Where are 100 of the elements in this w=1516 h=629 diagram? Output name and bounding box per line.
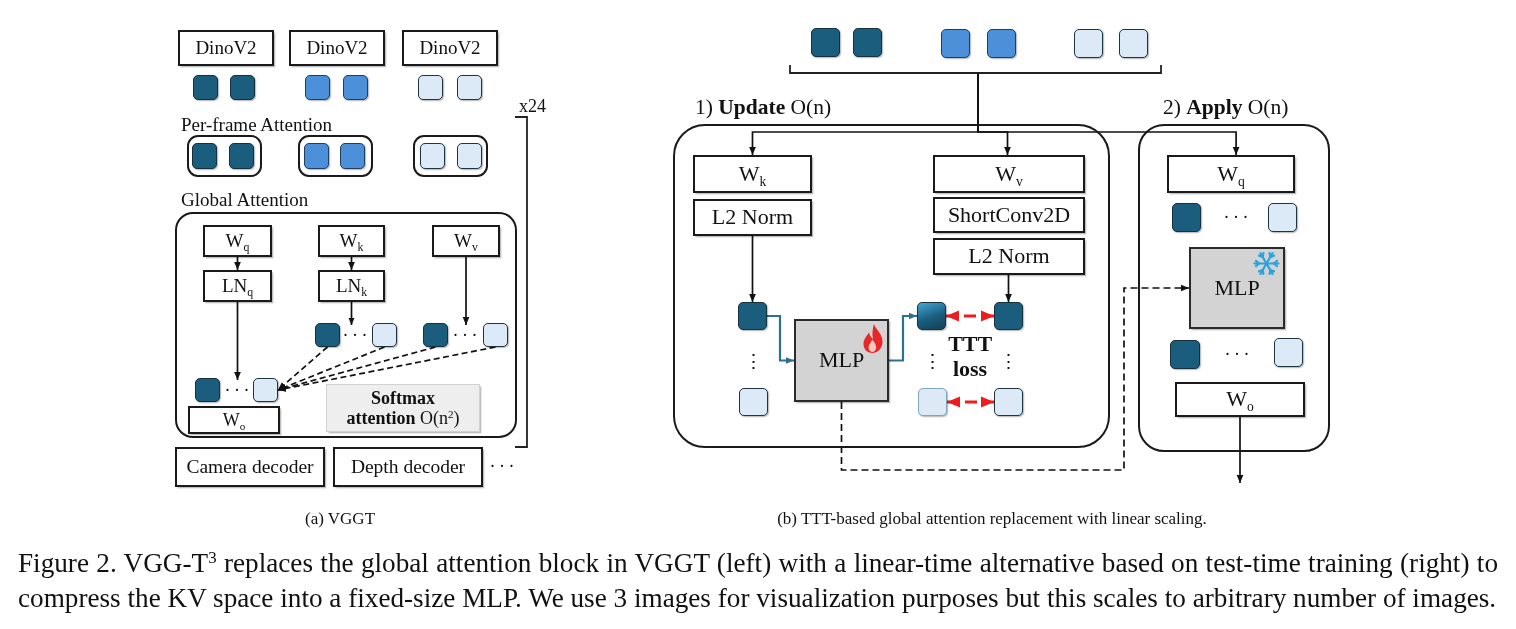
token-square bbox=[853, 28, 882, 57]
token-square bbox=[739, 388, 768, 416]
token-square bbox=[253, 378, 278, 402]
ellipsis-dots: ··· bbox=[221, 380, 253, 401]
arrow bbox=[348, 301, 355, 326]
layer-box bbox=[933, 238, 1085, 275]
token-square bbox=[305, 75, 330, 100]
layer-box bbox=[203, 225, 272, 257]
token-square bbox=[811, 28, 840, 57]
node-text: DinoV2 bbox=[195, 37, 257, 59]
panel-heading: 1) Update O(n) bbox=[695, 95, 832, 120]
layer-box bbox=[175, 447, 325, 487]
node-text: L2 Norm bbox=[711, 205, 794, 230]
layer-box bbox=[693, 199, 812, 236]
token-square bbox=[340, 143, 365, 169]
bracket bbox=[789, 65, 1162, 74]
dashed-double-arrow bbox=[946, 310, 994, 322]
dashed-double-arrow bbox=[947, 396, 994, 408]
token-square bbox=[229, 143, 254, 169]
node-text: W$_{q}$ bbox=[225, 230, 250, 252]
node-text: W$_{o}$ bbox=[1226, 387, 1254, 412]
node-text: LN$_{k}$ bbox=[335, 275, 368, 297]
node-text: W$_{o}$ bbox=[222, 409, 246, 431]
layer-box bbox=[693, 155, 812, 193]
token-square bbox=[418, 75, 443, 100]
arrow bbox=[234, 301, 241, 381]
ellipsis-dots: ··· bbox=[449, 325, 481, 346]
token-square bbox=[420, 143, 445, 169]
token-square bbox=[457, 143, 482, 169]
layer-box bbox=[402, 30, 498, 66]
node-text: W$_{k}$ bbox=[738, 161, 767, 187]
layer-box bbox=[933, 197, 1085, 233]
token-square bbox=[193, 75, 218, 100]
layer-box bbox=[333, 447, 483, 487]
token-square bbox=[372, 323, 397, 347]
token-square bbox=[918, 388, 947, 416]
token-square bbox=[1074, 29, 1103, 58]
token-square bbox=[192, 143, 217, 169]
node-text: W$_{k}$ bbox=[339, 230, 364, 252]
vertical-ellipsis: ⋮ bbox=[743, 351, 763, 373]
vertical-ellipsis: ⋮ bbox=[998, 351, 1018, 373]
node-text: DinoV2 bbox=[306, 37, 368, 59]
token-square bbox=[230, 75, 255, 100]
layer-box bbox=[188, 406, 280, 434]
token-square bbox=[1172, 203, 1201, 232]
subfigure-caption: (b) TTT-based global attention replacement with linear scaling. bbox=[777, 509, 1207, 529]
network-block bbox=[794, 319, 889, 402]
loss-label: TTT loss bbox=[948, 332, 992, 382]
token-square bbox=[343, 75, 368, 100]
node-text: Camera decoder bbox=[186, 456, 314, 478]
token-square bbox=[423, 323, 448, 347]
layer-box bbox=[1175, 382, 1305, 417]
dashed-arrow bbox=[277, 346, 497, 392]
dashed-arrow bbox=[840, 284, 1190, 471]
token-square bbox=[1119, 29, 1148, 58]
vertical-ellipsis: ⋮ bbox=[922, 351, 942, 373]
layer-box bbox=[432, 225, 500, 257]
node-text: ShortConv2D bbox=[947, 202, 1071, 228]
dashed-arrow bbox=[277, 346, 386, 391]
repeat-count: x24 bbox=[519, 96, 546, 117]
panel-heading: Global Attention bbox=[181, 189, 309, 211]
arrow bbox=[1005, 274, 1012, 303]
token-group-frame bbox=[187, 135, 262, 177]
token-square bbox=[941, 29, 970, 58]
node-text: W$_{v}$ bbox=[995, 161, 1023, 187]
network-block bbox=[1189, 247, 1285, 329]
ellipsis-dots: ··· bbox=[488, 456, 518, 477]
arrow bbox=[462, 256, 470, 326]
ellipsis-dots: ··· bbox=[1222, 207, 1252, 228]
layer-box bbox=[318, 225, 385, 257]
token-square bbox=[1170, 340, 1200, 369]
dashed-arrow bbox=[277, 346, 329, 391]
token-square bbox=[917, 302, 946, 330]
node-text: W$_{q}$ bbox=[1217, 161, 1245, 187]
arrow bbox=[348, 256, 355, 271]
node-text: L2 Norm bbox=[968, 244, 1050, 269]
arrow bbox=[1236, 416, 1244, 484]
arrow bbox=[767, 314, 794, 364]
token-group-frame bbox=[298, 135, 373, 177]
layer-box bbox=[203, 270, 272, 302]
arrow bbox=[234, 256, 241, 271]
layer-box bbox=[1167, 155, 1295, 193]
layer-box bbox=[178, 30, 274, 66]
arrow bbox=[977, 73, 1240, 156]
node-text: Depth decoder bbox=[350, 456, 466, 478]
layer-box bbox=[318, 270, 385, 302]
subfigure-caption: (a) VGGT bbox=[305, 509, 375, 529]
token-square bbox=[987, 29, 1016, 58]
token-square bbox=[994, 302, 1023, 330]
layer-box bbox=[289, 30, 385, 66]
token-square bbox=[738, 302, 767, 330]
node-text: Softmax attention O(n$^{2}$) bbox=[345, 387, 461, 429]
token-square bbox=[304, 143, 329, 169]
arrow bbox=[749, 235, 756, 303]
layer-box bbox=[933, 155, 1085, 193]
token-square bbox=[315, 323, 340, 347]
node-text: MLP bbox=[1214, 275, 1260, 301]
section-label: Per-frame Attention bbox=[181, 114, 333, 136]
token-square bbox=[457, 75, 482, 100]
ellipsis-dots: ··· bbox=[339, 325, 371, 346]
